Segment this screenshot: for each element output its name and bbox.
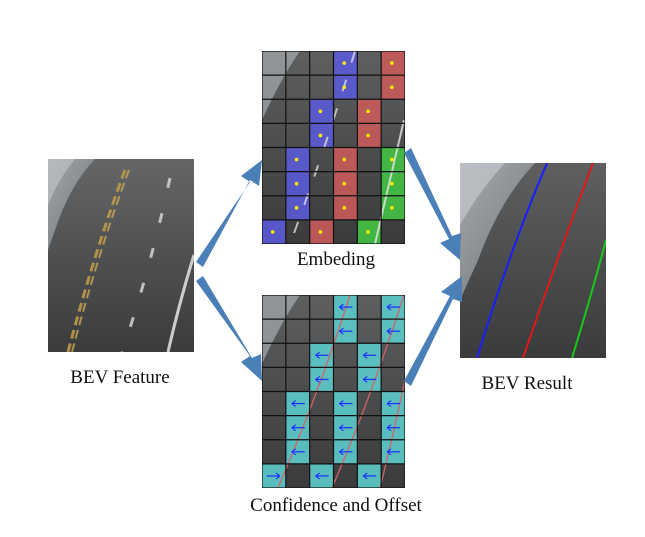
offset-arrow	[339, 400, 353, 408]
embedding-point	[342, 61, 347, 65]
embedding-label: Embeding	[296, 249, 376, 270]
arrow-confidence-to-result	[404, 276, 462, 386]
offset-arrow	[315, 375, 329, 383]
embedding-point	[390, 157, 394, 162]
offset-arrow	[315, 472, 329, 480]
arrow-feature-to-confidence	[196, 276, 262, 381]
offset-arrow	[291, 424, 305, 432]
embedding-point	[366, 133, 370, 138]
bev-result-image	[460, 163, 606, 358]
bev-result-label: BEV Result	[481, 373, 573, 394]
embedding-point	[318, 230, 323, 234]
lane-curve-3	[379, 379, 405, 488]
embedding-point	[390, 181, 394, 186]
embedding-point	[342, 157, 347, 162]
offset-arrow	[386, 327, 401, 335]
embedding-point	[318, 133, 323, 138]
offset-arrow	[339, 448, 353, 456]
confidence-offset-grid	[262, 295, 405, 488]
confidence-offset-label: Confidence and Offset	[250, 495, 422, 516]
embedding-point	[342, 181, 347, 186]
bev-feature-image	[48, 159, 194, 352]
embedding-point	[366, 109, 370, 114]
embedding-point	[294, 181, 299, 186]
offset-arrow	[362, 351, 377, 359]
embedding-point	[294, 206, 299, 210]
arrow-embedding-to-result	[404, 148, 461, 260]
embedding-point	[270, 230, 275, 234]
offset-arrow	[339, 303, 353, 311]
bev-feature-label: BEV Feature	[70, 367, 170, 388]
offset-arrow	[386, 448, 401, 456]
offset-arrow	[386, 400, 401, 408]
offset-arrow	[291, 448, 305, 456]
offset-arrow	[339, 424, 353, 432]
offset-arrow	[386, 424, 401, 432]
offset-arrow	[362, 472, 377, 480]
offset-arrow	[386, 303, 401, 311]
embedding-point	[342, 85, 347, 89]
flow-arrows	[196, 148, 462, 386]
embedding-point	[318, 109, 323, 114]
embedding-point	[390, 206, 394, 210]
embedding-point	[294, 157, 299, 162]
offset-arrow	[291, 400, 305, 408]
embedding-point	[342, 206, 347, 210]
offset-arrow	[266, 472, 281, 480]
embedding-grid	[262, 51, 405, 244]
red-lane-line	[522, 163, 594, 358]
offset-arrow	[339, 327, 353, 335]
embedding-point	[366, 230, 370, 234]
embedding-point	[390, 61, 394, 65]
arrow-feature-to-embedding	[196, 160, 262, 267]
offset-arrow	[315, 351, 329, 359]
green-lane-line	[571, 239, 606, 358]
offset-arrow	[362, 375, 377, 383]
embedding-point	[390, 85, 394, 89]
blue-lane-line	[476, 163, 548, 358]
